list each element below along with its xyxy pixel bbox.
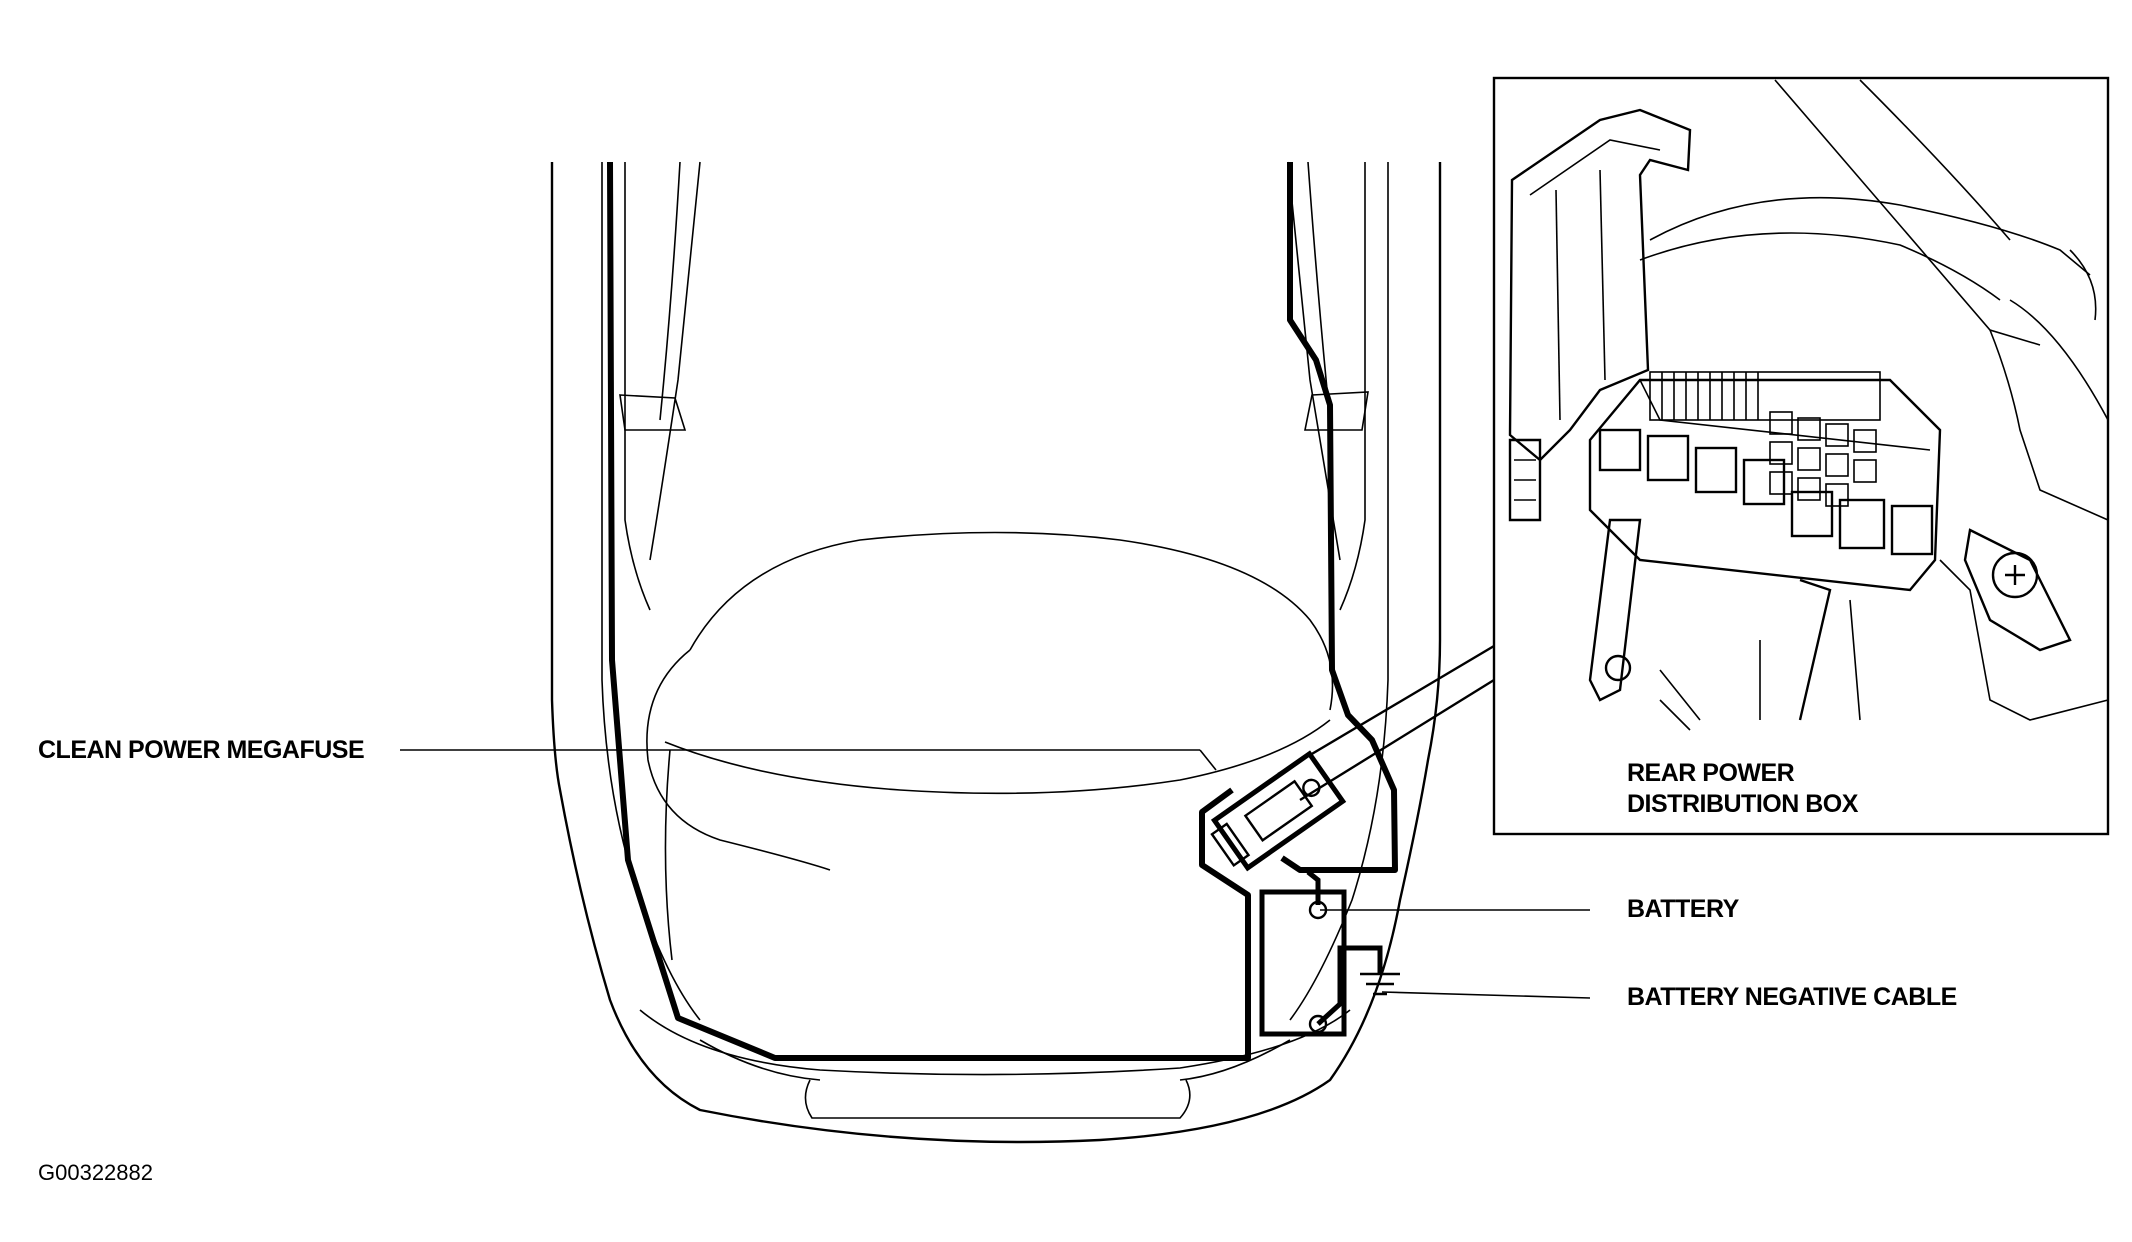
clean-power-megafuse-label: CLEAN POWER MEGAFUSE [38,736,365,764]
rear-power-distribution-box-inset [1492,76,2110,836]
battery-graphic [1259,889,1400,1037]
vehicle-outline [550,161,1442,1144]
rear-power-distribution-box-label: REAR POWER DISTRIBUTION BOX [1627,758,1858,820]
battery-negative-cable-label: BATTERY NEGATIVE CABLE [1627,983,1957,1011]
leader-lines [400,644,1591,999]
rear-power-distribution-box-label-line1: REAR POWER [1627,759,1795,787]
rear-power-distribution-box-label-line2: DISTRIBUTION BOX [1627,790,1858,818]
relay-blocks [1598,428,1934,556]
fuse-grid [1649,371,1881,507]
figure-id: G00322882 [38,1160,153,1185]
megafuse-graphic [1210,750,1347,872]
battery-label: BATTERY [1627,895,1739,923]
power-cable-route [607,161,1398,1061]
